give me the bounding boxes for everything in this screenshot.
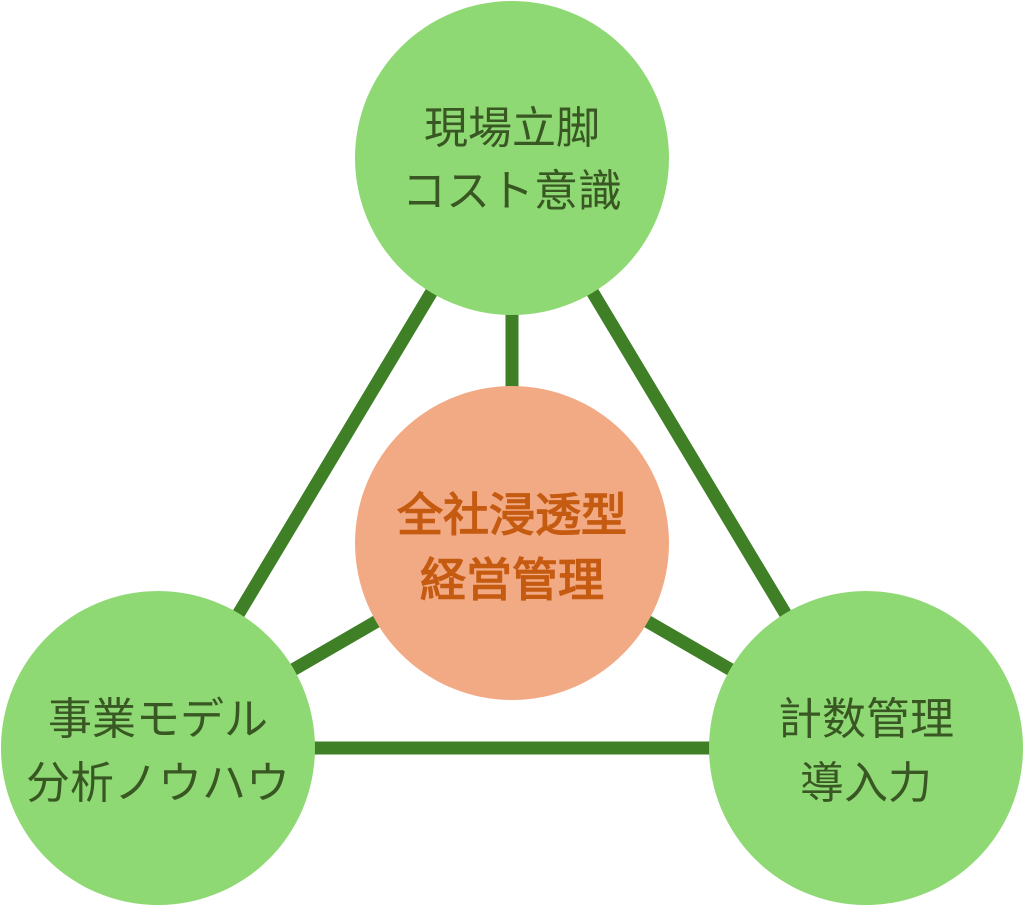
node-center: 全社浸透型 経営管理 [355,386,669,700]
node-top-label-line2: コスト意識 [402,166,622,217]
node-right-label-line1: 計数管理 [778,694,954,745]
node-right-circle [709,591,1023,905]
node-left-circle [1,591,315,905]
node-right: 計数管理 導入力 [709,591,1023,905]
node-right-label-line2: 導入力 [800,758,932,809]
node-center-label-line1: 全社浸透型 [396,488,627,542]
node-top: 現場立脚 コスト意識 [355,1,669,315]
node-left: 事業モデル 分析ノウハウ [1,591,315,905]
node-top-circle [355,1,669,315]
node-center-label-line2: 経営管理 [420,553,604,607]
node-center-circle [355,386,669,700]
node-top-label-line1: 現場立脚 [424,103,600,154]
node-left-label-line1: 事業モデル [48,694,268,745]
node-left-label-line2: 分析ノウハウ [26,758,290,809]
